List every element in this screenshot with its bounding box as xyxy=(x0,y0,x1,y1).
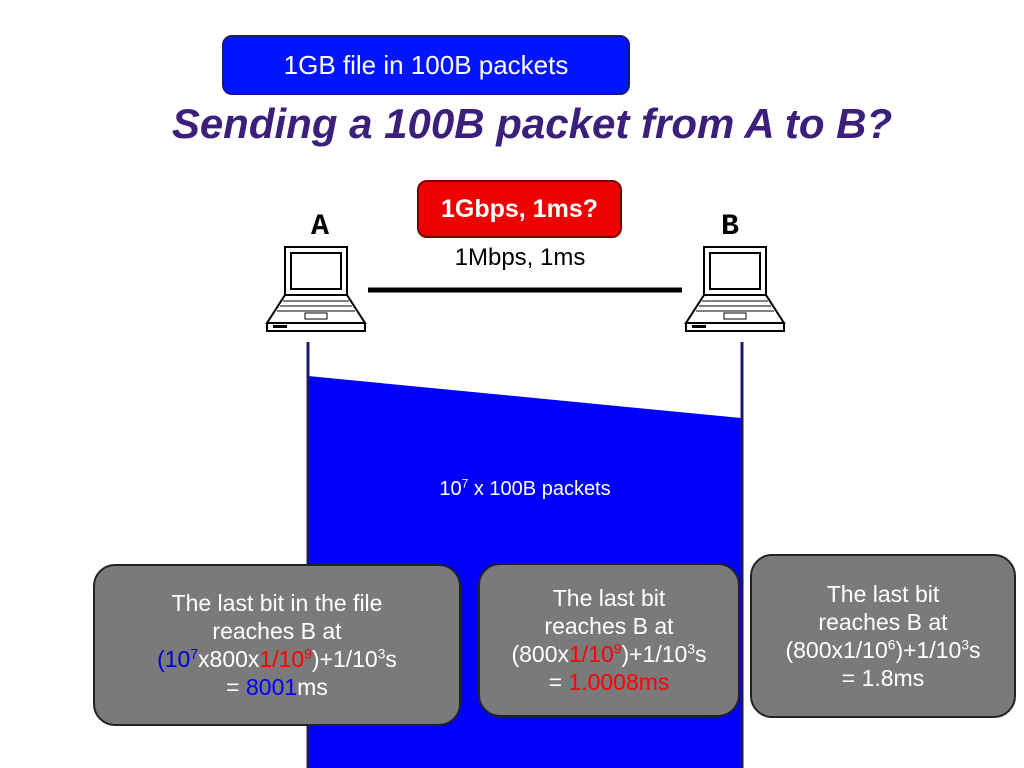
callout-per-packet-result: = 1.8ms xyxy=(841,665,925,691)
callout-1mbps-line2: reaches B at xyxy=(212,618,342,644)
packets-base: 10 xyxy=(439,478,462,500)
callout-1gbps-line1: The last bit xyxy=(552,585,666,611)
link-speed-question-text: 1Gbps, 1ms? xyxy=(441,194,598,223)
callout-1mbps: The last bit in the file reaches B at (1… xyxy=(93,564,461,726)
callout-per-packet-line1: The last bit xyxy=(826,581,940,607)
packets-count-label: 107 x 100B packets xyxy=(380,476,670,501)
callout-1gbps-line2: reaches B at xyxy=(544,613,674,639)
callout-1mbps-formula: (107x800x1/109)+1/103s xyxy=(157,646,397,672)
packets-rest: x 100B packets xyxy=(468,478,611,500)
link-speed-question-callout: 1Gbps, 1ms? xyxy=(417,180,622,238)
packets-exponent: 7 xyxy=(461,476,469,491)
callout-per-packet-line2: reaches B at xyxy=(818,609,948,635)
slide-title-line2: Sending a 100B packet from A to B? xyxy=(171,100,893,147)
laptop-a-icon xyxy=(265,246,367,332)
callout-1gbps-formula: (800x1/109)+1/103s xyxy=(511,641,707,667)
callout-1mbps-result: = 8001ms xyxy=(226,674,328,700)
laptop-b-icon xyxy=(684,246,786,332)
callout-per-packet-formula: (800x1/106)+1/103s xyxy=(785,637,981,663)
callout-1gbps-result: = 1.0008ms xyxy=(548,669,670,695)
callout-1gbps: The last bit reaches B at (800x1/109)+1/… xyxy=(478,563,740,717)
callout-per-packet: The last bit reaches B at (800x1/106)+1/… xyxy=(750,554,1016,718)
file-size-callout-text: 1GB file in 100B packets xyxy=(283,49,569,80)
node-b-label: B xyxy=(720,210,739,244)
callout-1mbps-line1: The last bit in the file xyxy=(171,590,383,616)
file-size-callout: 1GB file in 100B packets xyxy=(222,35,630,95)
link-label: 1Mbps, 1ms xyxy=(454,244,586,271)
node-a-label: A xyxy=(310,210,329,244)
